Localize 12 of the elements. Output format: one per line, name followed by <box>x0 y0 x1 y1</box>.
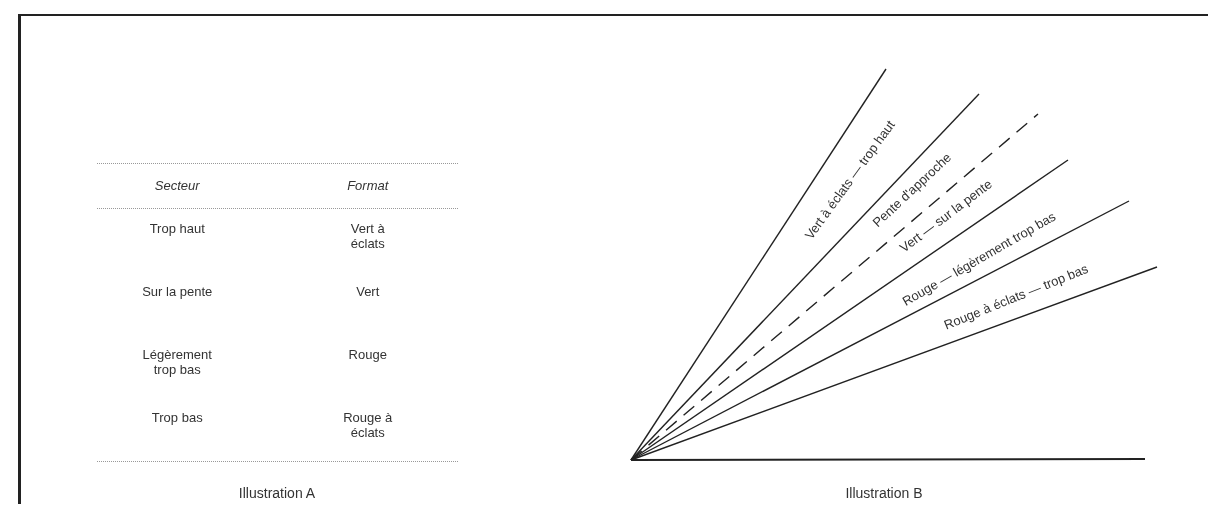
column-header: Secteur <box>154 177 200 196</box>
table-cell-text: Légèrement trop bas <box>141 347 213 377</box>
table-cell: Trop bas <box>151 410 203 425</box>
table-cell-text: Vert à éclats <box>349 221 386 251</box>
table-cell: Vert <box>356 284 380 299</box>
table-cell: Rouge <box>348 347 387 362</box>
column-header: Format <box>347 177 389 196</box>
table-cell: Sur la pente <box>142 284 213 299</box>
figure-caption: Illustration A <box>238 483 316 503</box>
table-cell-text: Rouge à éclats <box>342 410 394 440</box>
figure-caption: Illustration B <box>845 483 923 503</box>
table-cell: Trop haut <box>149 221 205 236</box>
